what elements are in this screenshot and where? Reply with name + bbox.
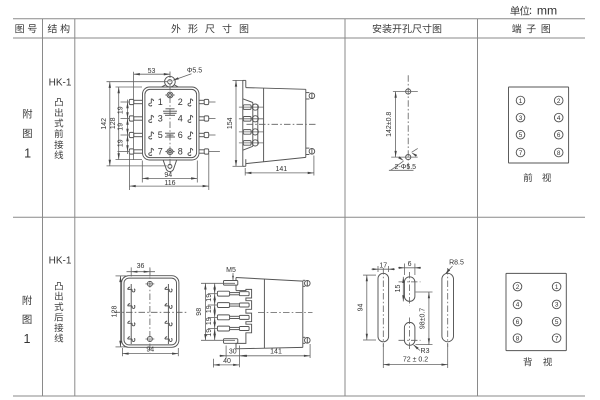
svg-text:2: 2 xyxy=(178,97,183,107)
svg-text:HK-1: HK-1 xyxy=(49,78,72,89)
svg-text:116: 116 xyxy=(164,180,175,187)
svg-text:142: 142 xyxy=(101,118,108,130)
svg-text:6: 6 xyxy=(516,319,520,326)
svg-text:53: 53 xyxy=(148,68,156,75)
svg-text:19: 19 xyxy=(118,106,125,114)
svg-text:M5: M5 xyxy=(226,267,236,274)
svg-text:94: 94 xyxy=(358,304,365,312)
svg-text:5: 5 xyxy=(158,130,163,140)
svg-text:HK-1: HK-1 xyxy=(49,256,72,267)
svg-text:R8.5: R8.5 xyxy=(449,260,464,267)
svg-text:1: 1 xyxy=(24,146,31,160)
svg-text:94: 94 xyxy=(164,172,172,179)
svg-text:30: 30 xyxy=(229,349,237,356)
svg-text:141: 141 xyxy=(270,349,282,356)
svg-text:19: 19 xyxy=(206,329,213,337)
svg-text:5: 5 xyxy=(555,319,559,326)
svg-text:1: 1 xyxy=(158,97,163,107)
svg-text:72 ± 0.2: 72 ± 0.2 xyxy=(403,357,428,364)
svg-text:6: 6 xyxy=(557,132,561,139)
svg-text:1: 1 xyxy=(24,332,31,346)
svg-text:19: 19 xyxy=(118,139,125,147)
svg-text:19: 19 xyxy=(206,305,213,313)
svg-text:6: 6 xyxy=(408,261,412,268)
svg-text:142±0.8: 142±0.8 xyxy=(386,112,393,137)
svg-text:154: 154 xyxy=(227,117,234,129)
svg-text:3: 3 xyxy=(158,114,163,124)
svg-text:15: 15 xyxy=(395,285,402,293)
svg-text:141: 141 xyxy=(275,166,287,173)
svg-text:1: 1 xyxy=(519,98,523,105)
svg-text:19: 19 xyxy=(206,294,213,302)
svg-text:R3: R3 xyxy=(421,348,430,355)
svg-text:mm: mm xyxy=(537,3,557,17)
svg-text:19: 19 xyxy=(118,123,125,131)
svg-text:98±0.7: 98±0.7 xyxy=(419,308,426,329)
svg-text:94: 94 xyxy=(146,347,154,354)
svg-text:7: 7 xyxy=(519,150,523,157)
svg-text:8: 8 xyxy=(516,335,520,342)
svg-text:4: 4 xyxy=(557,115,561,122)
svg-text:4: 4 xyxy=(516,302,520,309)
svg-text:17: 17 xyxy=(379,262,387,269)
svg-text:40: 40 xyxy=(223,358,231,365)
svg-text:36: 36 xyxy=(137,263,145,270)
svg-text:128: 128 xyxy=(111,306,118,318)
svg-text:5: 5 xyxy=(519,132,523,139)
svg-text:128: 128 xyxy=(110,117,117,129)
svg-text:7: 7 xyxy=(158,147,163,157)
svg-text:19: 19 xyxy=(206,317,213,325)
svg-text:2-Φ5.5: 2-Φ5.5 xyxy=(395,164,417,171)
svg-text:4: 4 xyxy=(178,114,183,124)
svg-text:7: 7 xyxy=(555,335,559,342)
svg-text:3: 3 xyxy=(519,115,523,122)
svg-text:Φ5.5: Φ5.5 xyxy=(187,67,202,74)
svg-text:1: 1 xyxy=(555,284,559,291)
svg-text:3: 3 xyxy=(555,302,559,309)
svg-text:6: 6 xyxy=(178,130,183,140)
svg-text:98: 98 xyxy=(196,308,203,316)
svg-text:8: 8 xyxy=(178,147,183,157)
svg-text:：: ： xyxy=(528,6,537,16)
svg-text:8: 8 xyxy=(557,150,561,157)
svg-text:2: 2 xyxy=(516,284,520,291)
svg-text:2: 2 xyxy=(557,98,561,105)
